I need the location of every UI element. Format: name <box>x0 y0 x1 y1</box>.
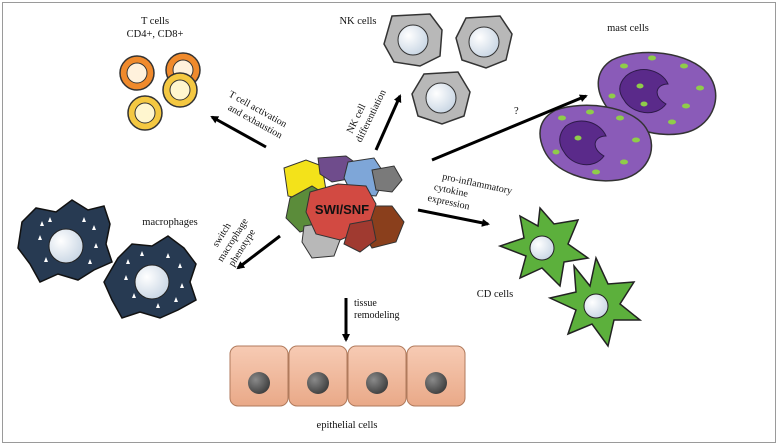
epithelial-cell <box>229 345 289 407</box>
t-cells-group: T cells CD4+, CD8+ <box>119 16 201 131</box>
epithelial-cell <box>347 345 407 407</box>
swi-snf-complex: SWI/SNF <box>283 155 405 259</box>
arrow-mast-label: ? <box>514 106 519 117</box>
arrow-label-line: remodeling <box>354 310 400 321</box>
swi-snf-label: SWI/SNF <box>315 202 369 217</box>
nk-cell <box>455 15 513 69</box>
epithelial-cell <box>406 345 466 407</box>
arrow-mast: ? <box>431 94 588 162</box>
t-cell <box>119 55 155 91</box>
arrow-cytokine: pro-inflammatory cytokine expression <box>417 171 513 227</box>
nk-cell <box>383 13 443 67</box>
macrophages-label: macrophages <box>142 217 197 228</box>
mast-cell <box>539 104 653 182</box>
arrow-macrophage-label: switch macrophage phenotype <box>205 208 262 270</box>
nk-cells-label: NK cells <box>339 16 376 27</box>
macrophage <box>103 235 197 319</box>
t-cells-subtitle: CD4+, CD8+ <box>127 29 184 40</box>
arrow-macrophage: switch macrophage phenotype <box>205 208 281 270</box>
t-cell <box>162 72 198 108</box>
t-cell <box>127 95 163 131</box>
epithelial-cells-group: epithelial cells <box>229 345 466 431</box>
arrow-tissue-label: tissue remodeling <box>354 298 400 321</box>
cd-cells-group: CD cells <box>477 206 643 348</box>
arrow-t-cell-label: T cell activation and exhaustion <box>221 89 291 142</box>
mast-cells-group: mast cells <box>539 23 717 182</box>
arrow-tissue: tissue remodeling <box>342 298 400 342</box>
epithelial-cell <box>288 345 348 407</box>
mast-cells-label: mast cells <box>607 23 649 34</box>
arrow-label-line: tissue <box>354 298 377 309</box>
macrophages-group: macrophages <box>17 199 198 319</box>
nk-cell <box>411 71 471 125</box>
cd-cells-label: CD cells <box>477 289 513 300</box>
cd-cell <box>497 206 590 288</box>
t-cells-title: T cells <box>141 16 169 27</box>
nk-cells-group: NK cells <box>339 13 513 125</box>
arrow-t-cell: T cell activation and exhaustion <box>210 89 291 149</box>
macrophage <box>17 199 113 283</box>
epithelial-cells-label: epithelial cells <box>317 420 378 431</box>
arrow-nk-cell: NK cell differentiation <box>345 88 402 151</box>
cd-cell <box>547 255 643 348</box>
